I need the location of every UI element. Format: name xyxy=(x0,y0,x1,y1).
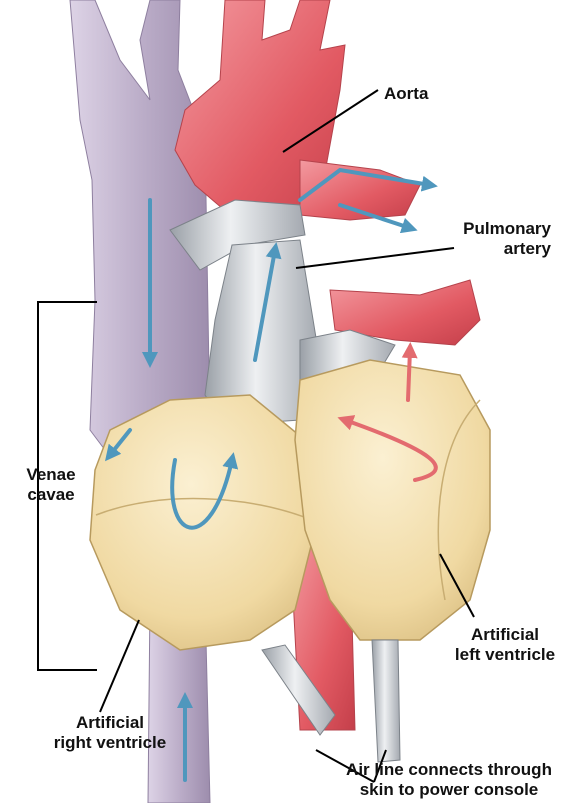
label-pulmonary-artery: Pulmonary artery xyxy=(441,219,551,259)
label-venae-cavae: Venae cavae xyxy=(12,465,90,505)
label-artificial-left-ventricle: Artificial left ventricle xyxy=(435,625,575,665)
label-aorta: Aorta xyxy=(384,84,428,104)
label-air-line: Air line connects through skin to power … xyxy=(322,760,576,800)
label-artificial-right-ventricle: Artificial right ventricle xyxy=(30,713,190,753)
